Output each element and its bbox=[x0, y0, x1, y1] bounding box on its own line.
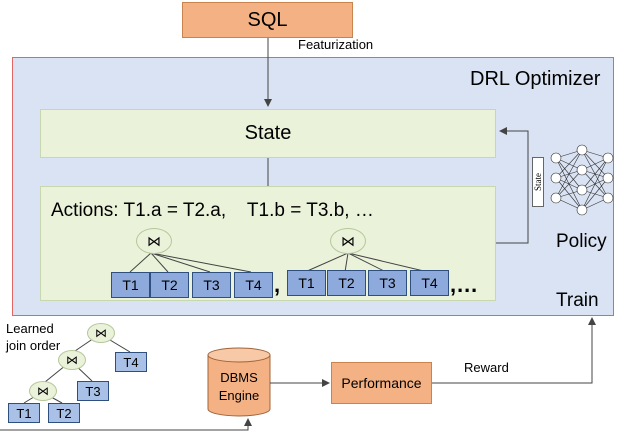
learned-join-node: ⋈ bbox=[29, 381, 57, 401]
plan-separator: , bbox=[274, 272, 281, 297]
policy-feedback-arrow bbox=[496, 127, 529, 244]
plan-a-table: T3 bbox=[192, 272, 231, 298]
plan-a-table: T1 bbox=[111, 272, 150, 298]
dbms-label: DBMS Engine bbox=[208, 369, 270, 405]
optimizer-title: DRL Optimizer bbox=[470, 68, 601, 90]
plan-b-table: T1 bbox=[287, 270, 326, 296]
performance-box: Performance bbox=[331, 362, 432, 404]
network-input-label: State bbox=[532, 157, 544, 207]
state-box: State bbox=[40, 109, 496, 158]
state-label: State bbox=[244, 122, 292, 144]
plan-b-edge bbox=[347, 252, 429, 273]
plan-a-edge bbox=[129, 252, 152, 273]
learned-label-line1: Learned bbox=[6, 321, 54, 336]
plan-b-edge bbox=[347, 252, 387, 273]
policy-label: Policy bbox=[556, 231, 607, 252]
plan-b-table: T4 bbox=[410, 270, 449, 296]
policy-network-icon bbox=[550, 144, 614, 216]
learned-label-line2: join order bbox=[6, 338, 61, 353]
sql-box: SQL bbox=[182, 2, 353, 38]
plan-b-edge bbox=[344, 252, 349, 273]
plan-a-edge bbox=[150, 252, 211, 273]
plan-to-dbms-arrow bbox=[0, 418, 252, 431]
reward-label: Reward bbox=[464, 360, 509, 375]
performance-label: Performance bbox=[341, 375, 422, 391]
learned-join-order-label: Learned join order bbox=[6, 320, 60, 354]
plan-a-table: T4 bbox=[234, 272, 273, 298]
join-node: ⋈ bbox=[330, 228, 366, 254]
actions-text: Actions: T1.a = T2.a, T1.b = T3.b, … bbox=[51, 200, 374, 221]
dbms-cylinder bbox=[207, 347, 271, 417]
learned-table: T3 bbox=[77, 381, 109, 401]
plan-b-edge bbox=[304, 252, 349, 273]
plan-a-table: T2 bbox=[150, 272, 189, 298]
plan-ellipsis: ,… bbox=[450, 272, 479, 297]
plan-a-edge bbox=[150, 252, 169, 273]
featurization-label: Featurization bbox=[298, 37, 374, 52]
sql-label: SQL bbox=[247, 8, 288, 31]
learned-table: T4 bbox=[115, 352, 147, 372]
dbms-line1: DBMS bbox=[220, 370, 258, 385]
learned-table: T1 bbox=[8, 403, 40, 423]
learned-join-node: ⋈ bbox=[58, 350, 86, 370]
plan-a-edge bbox=[150, 252, 252, 273]
join-node: ⋈ bbox=[136, 228, 172, 254]
dbms-line2: Engine bbox=[218, 388, 260, 403]
reward-arrow bbox=[432, 317, 596, 384]
plan-b-table: T3 bbox=[368, 270, 407, 296]
plan-b-table: T2 bbox=[327, 270, 366, 296]
learned-table: T2 bbox=[48, 403, 80, 423]
train-label: Train bbox=[556, 290, 599, 311]
learned-join-node: ⋈ bbox=[87, 323, 115, 343]
